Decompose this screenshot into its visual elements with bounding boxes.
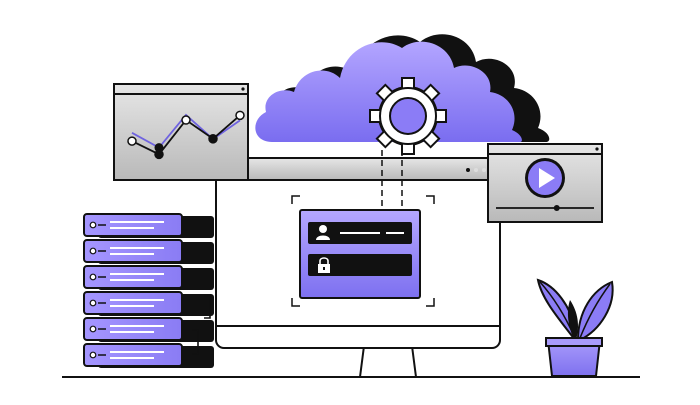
server-led-icon [89,273,97,281]
rack-cable [204,295,211,319]
password-field[interactable] [308,254,412,276]
login-form[interactable] [299,209,421,299]
server-led-icon [89,299,97,307]
server-led-icon [89,325,97,333]
monitor-top-bar [215,157,501,181]
plant-icon [536,278,614,377]
server-unit [83,213,214,238]
chart-point [154,143,164,153]
play-icon[interactable] [525,158,565,198]
video-progress-knob[interactable] [553,205,560,211]
login-form-frame [291,195,435,307]
rack-cable [192,329,199,355]
server-unit [83,265,214,290]
chart-widget [113,83,249,181]
server-rack-icon [83,213,214,368]
monitor-stand [359,345,417,378]
server-led-icon [89,221,97,229]
chart-point [127,136,137,146]
user-icon [316,225,330,240]
chart-point [181,115,191,125]
lock-icon [318,257,330,273]
server-unit [83,317,214,342]
connector-lines [381,150,403,212]
chart-point [235,110,245,121]
server-unit [83,239,214,264]
gear-icon [369,77,447,155]
server-led-icon [89,351,97,359]
server-unit [83,343,214,368]
server-led-icon [89,247,97,255]
chart-point [208,134,218,144]
video-widget [487,143,603,223]
server-unit [83,291,214,316]
chart-point [154,149,164,160]
chart-lower-line [131,113,241,149]
